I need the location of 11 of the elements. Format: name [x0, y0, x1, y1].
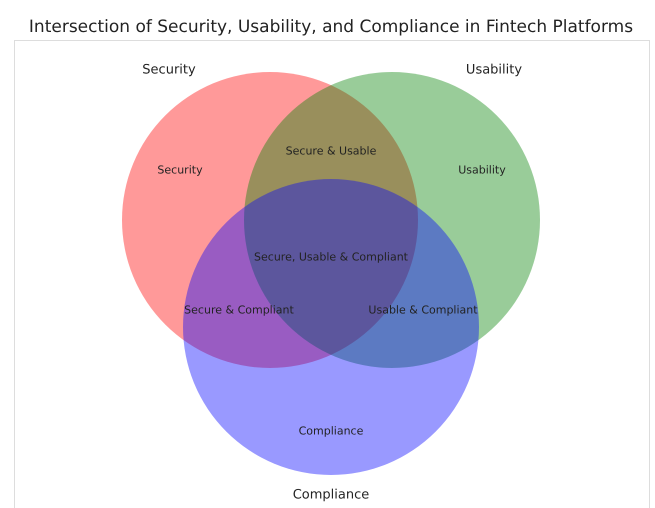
chart-title: Intersection of Security, Usability, and Compliance in Fintech Platforms — [28, 17, 634, 37]
region-label: Secure & Usable — [286, 144, 376, 158]
region-label: Secure & Compliant — [184, 304, 294, 316]
region-label: Secure, Usable & Compliant — [254, 250, 408, 264]
region-label: Security — [157, 164, 203, 176]
set-label: Security — [142, 62, 196, 78]
set-label: Compliance — [292, 488, 370, 502]
region-label: Compliance — [298, 424, 364, 438]
region-label: Usability — [458, 164, 506, 176]
region-label: Usable & Compliant — [368, 304, 478, 316]
set-label: Usability — [466, 62, 522, 78]
